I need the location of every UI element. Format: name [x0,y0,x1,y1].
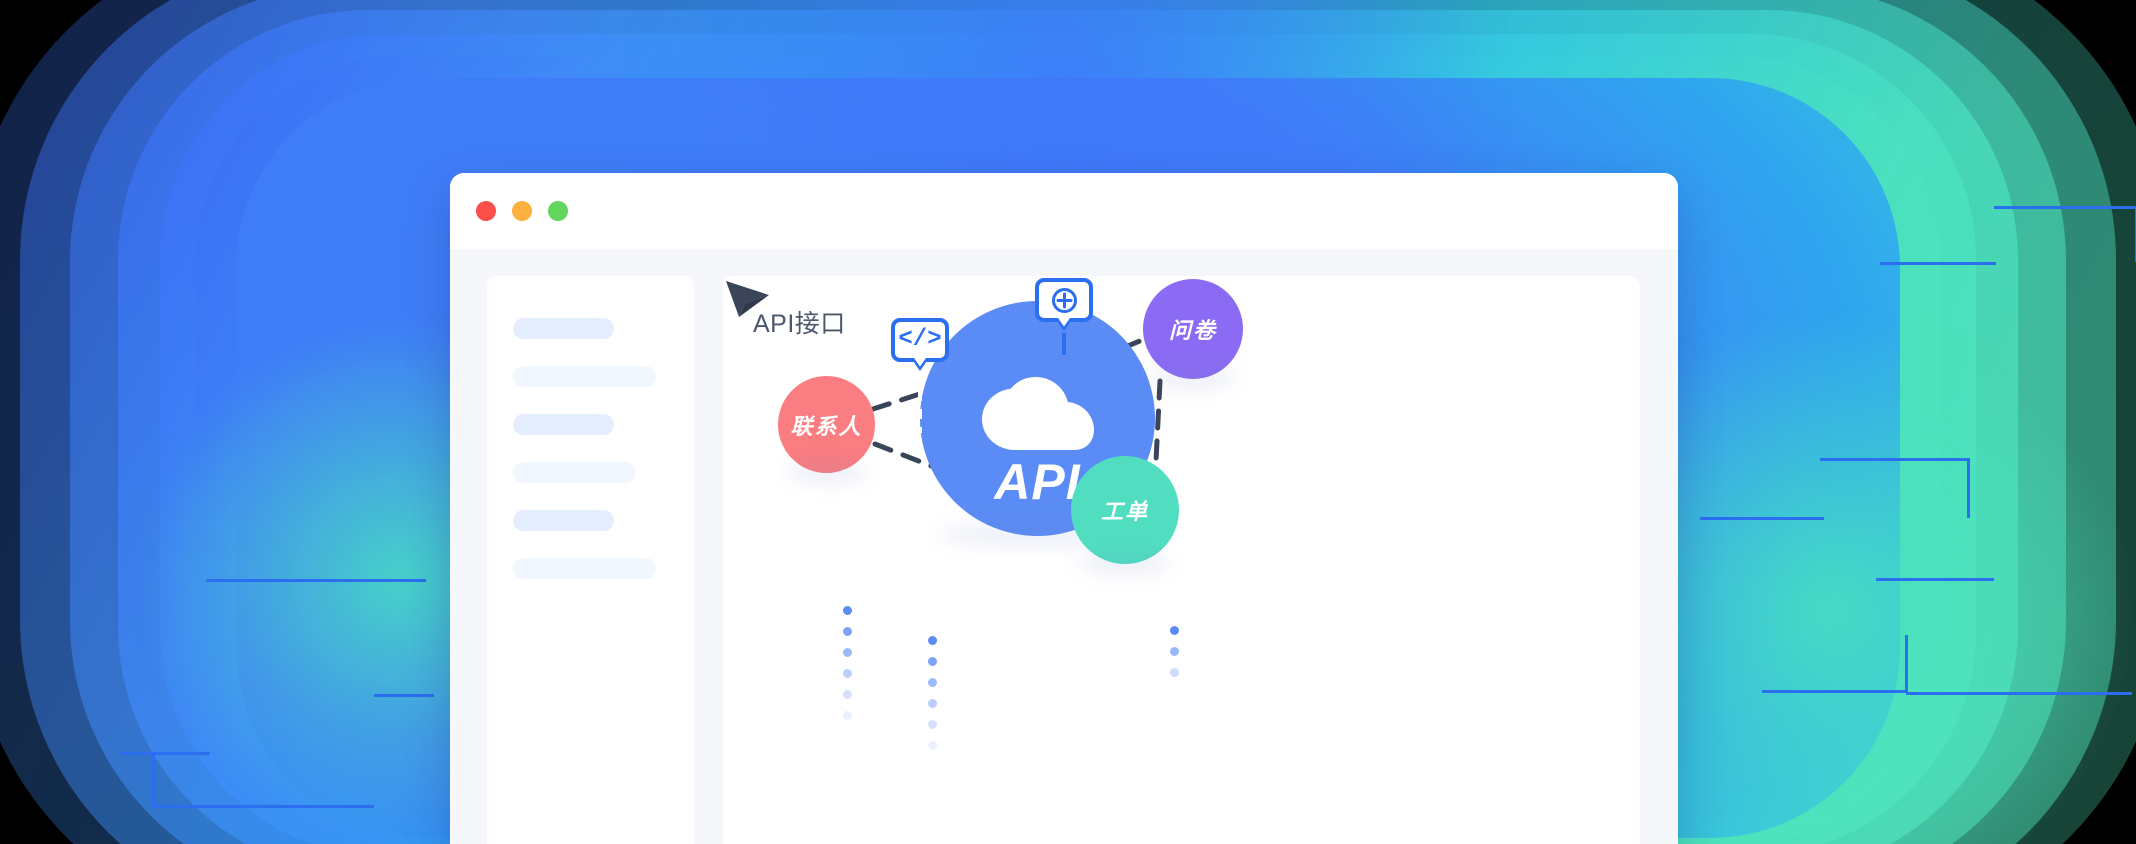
add-badge-tail [1062,333,1066,355]
circuit-trace-right-5 [1876,578,1994,581]
cloud-icon [981,377,1094,450]
node-contacts-label: 联系人 [790,413,863,439]
add-badge-pointer [1055,318,1073,331]
code-badge-tail [918,373,922,433]
pointer-cursor-icon [726,281,769,317]
code-badge-icon[interactable]: </> [891,318,949,371]
close-window-button[interactable] [476,201,496,221]
node-survey-label: 问卷 [1168,318,1217,343]
minimize-window-button[interactable] [512,201,532,221]
sidebar-item-placeholder-1[interactable] [513,318,614,339]
window-titlebar [450,173,1678,249]
sidebar-item-placeholder-6[interactable] [513,558,656,579]
node-ticket[interactable]: 工单 [1071,456,1179,564]
circuit-trace-left-2 [152,752,374,808]
circuit-trace-left-1 [206,579,426,582]
node-contacts[interactable]: 联系人 [778,376,875,473]
code-badge-glyph: </> [898,326,942,353]
plus-circle-glyph [1051,287,1077,313]
maximize-window-button[interactable] [548,201,568,221]
circuit-trace-right-7 [1906,692,2132,695]
circuit-trace-right-3 [1820,458,1970,518]
browser-window: API接口 [450,173,1678,844]
sidebar [487,276,694,844]
sidebar-item-placeholder-4[interactable] [513,462,636,483]
connector-survey-ticket [1152,378,1163,484]
decorative-dot-column-2 [928,636,937,762]
page-title: API接口 [753,310,846,338]
code-badge-pointer [911,358,929,371]
circuit-trace-right-2 [1880,262,1996,265]
circuit-trace-left-3 [374,694,434,697]
node-ticket-label: 工单 [1100,499,1149,524]
api-diagram: API 联系人 问卷 工单 [723,276,1640,844]
window-body: API接口 [450,249,1678,844]
sidebar-item-placeholder-3[interactable] [513,414,614,435]
decorative-dot-column-3 [1170,626,1179,689]
sidebar-item-placeholder-2[interactable] [513,366,656,387]
main-content-card: API接口 [723,276,1640,844]
decorative-dot-column-1 [843,606,852,732]
api-center-node[interactable]: API [920,301,1155,536]
node-survey[interactable]: 问卷 [1143,279,1243,379]
circuit-trace-left-4 [120,752,210,755]
circuit-trace-right-1 [1994,206,2136,262]
sidebar-item-placeholder-5[interactable] [513,510,614,531]
api-label: API [994,454,1081,510]
plus-circle-badge-icon[interactable] [1035,278,1093,331]
circuit-trace-right-6 [1762,635,1908,693]
circuit-trace-right-4 [1700,517,1824,520]
